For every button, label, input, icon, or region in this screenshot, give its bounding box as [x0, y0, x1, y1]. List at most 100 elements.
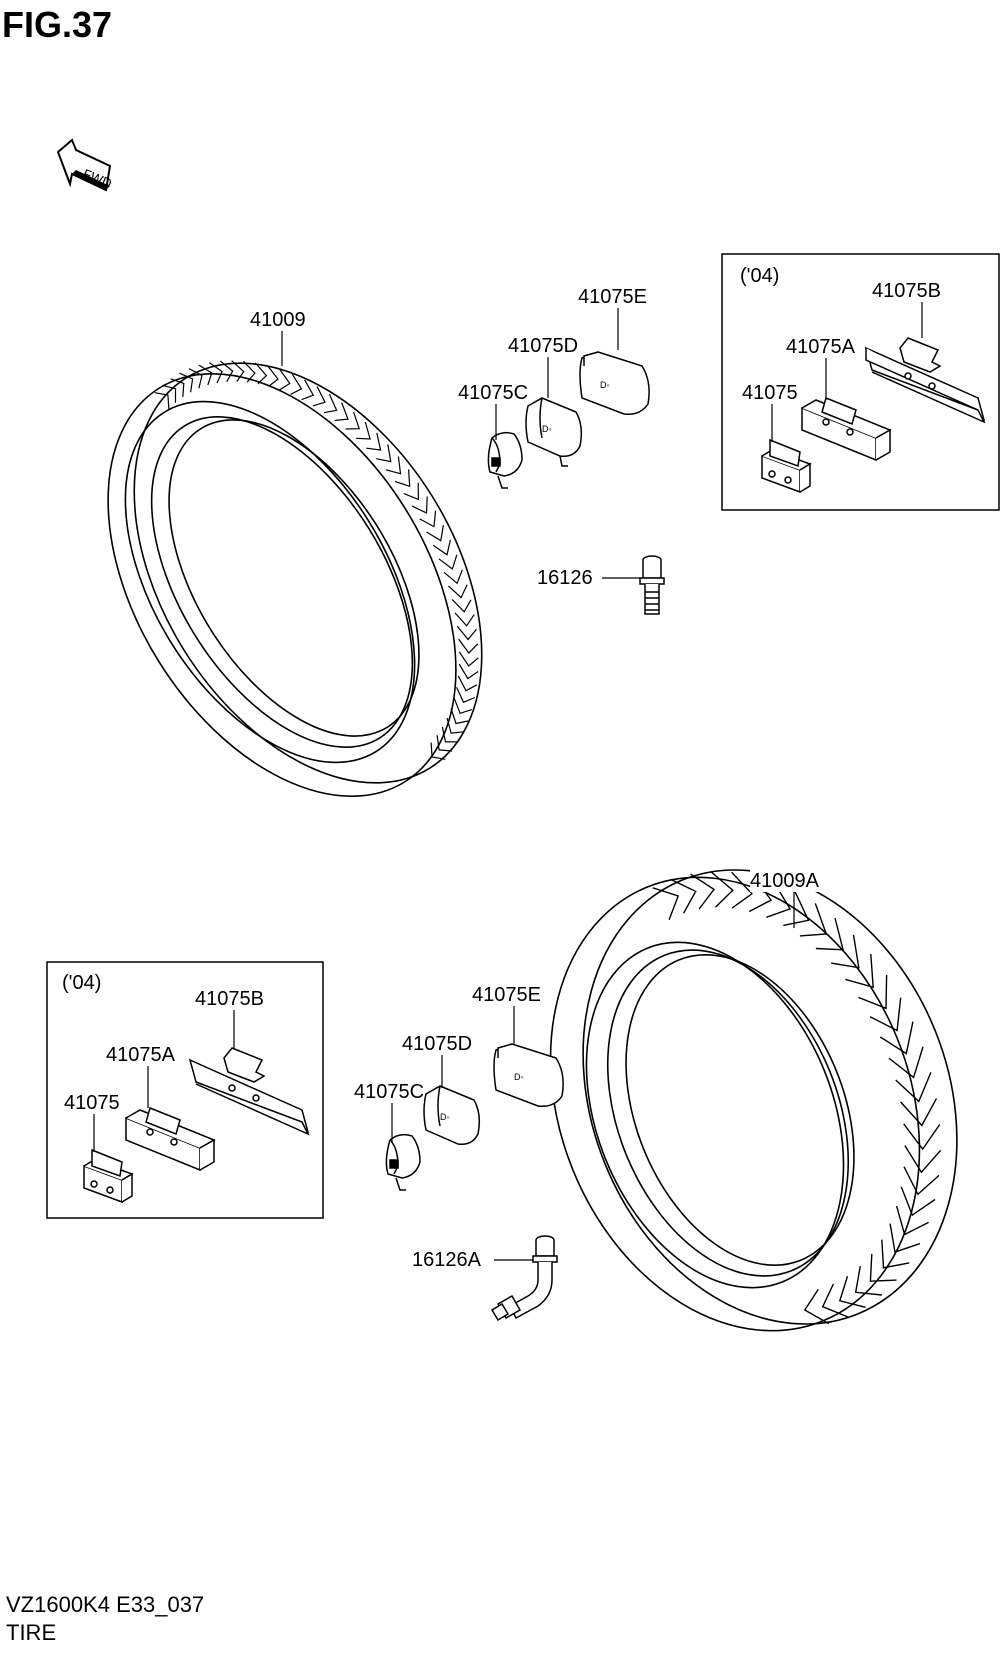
- tread-groove: [897, 1206, 929, 1235]
- tread-groove: [840, 1276, 866, 1307]
- tread-groove: [280, 369, 290, 390]
- front-tire: [36, 301, 554, 859]
- tread-groove: [896, 1072, 931, 1101]
- tread-groove: [671, 880, 696, 914]
- svg-text:D◦: D◦: [600, 380, 610, 390]
- tread-groove: [457, 626, 476, 639]
- rear-weight-41075e: D◦: [494, 1044, 563, 1106]
- tread-groove: [452, 599, 471, 611]
- svg-text:D◦: D◦: [542, 424, 552, 434]
- tread-groove: [905, 1146, 941, 1173]
- label-front-inset-weight: 41075: [742, 382, 798, 404]
- tread-groove: [442, 727, 458, 742]
- tread-groove: [180, 373, 193, 392]
- tread-groove: [189, 369, 202, 389]
- label-rear-inset-weight: 41075: [64, 1092, 120, 1114]
- rear-valve-16126a: [492, 1236, 557, 1320]
- tread-groove: [856, 1266, 882, 1295]
- rear-inset-box: [47, 962, 323, 1218]
- rear-inset-weight-41075: [84, 1150, 132, 1202]
- tread-groove: [199, 365, 212, 385]
- tread-groove: [901, 1098, 937, 1125]
- label-rear-inset-weight-b: 41075B: [195, 988, 264, 1010]
- tread-groove: [155, 393, 169, 410]
- tread-groove: [457, 687, 475, 702]
- tread-groove: [232, 361, 244, 382]
- leader-lines: [94, 302, 922, 1260]
- tread-groove: [444, 570, 462, 584]
- tread-groove: [653, 888, 679, 920]
- footer-diagram-name: TIRE: [6, 1620, 57, 1645]
- tread-groove: [291, 374, 302, 394]
- label-front-inset-weight-a: 41075A: [786, 336, 855, 358]
- rear-inset-year-tag: ('04): [62, 972, 102, 994]
- tread-groove: [454, 698, 472, 713]
- tread-groove: [459, 652, 478, 666]
- tread-groove: [404, 483, 419, 500]
- label-front-valve: 16126: [537, 567, 593, 589]
- tread-groove: [800, 903, 826, 936]
- tread-groove: [243, 361, 255, 382]
- tread-groove: [458, 676, 477, 691]
- tread-groove: [335, 403, 348, 421]
- tread-groove: [732, 872, 752, 908]
- front-weight-41075e: D◦: [580, 352, 649, 414]
- tread-groove: [870, 998, 901, 1031]
- rear-weight-41075c: [386, 1135, 420, 1190]
- tread-groove: [459, 664, 478, 679]
- label-rear-inset-weight-a: 41075A: [106, 1044, 175, 1066]
- tread-groove: [858, 975, 886, 1008]
- label-rear-weight-d: 41075D: [402, 1033, 473, 1055]
- label-rear-weight-e: 41075E: [472, 984, 541, 1006]
- rear-weight-41075d: D◦: [424, 1086, 479, 1144]
- tread-groove: [427, 525, 444, 541]
- tread-groove: [448, 585, 467, 598]
- tread-groove: [220, 361, 232, 382]
- tread-groove: [412, 497, 427, 513]
- tread-groove: [302, 380, 314, 400]
- front-weight-41075c: [488, 433, 522, 488]
- tread-groove: [889, 1047, 923, 1078]
- tread-groove: [366, 433, 380, 450]
- tread-groove: [845, 954, 873, 987]
- tread-groove: [433, 540, 450, 555]
- figure-title: FIG.37: [2, 4, 113, 45]
- front-weight-41075d: D◦: [526, 398, 581, 466]
- tread-groove: [346, 412, 360, 429]
- tread-groove: [437, 735, 452, 751]
- tread-groove: [386, 457, 401, 474]
- tread-groove: [890, 1224, 920, 1253]
- front-inset-weight-41075a: [802, 398, 890, 460]
- tread-groove: [439, 555, 457, 569]
- tread-groove: [171, 379, 184, 397]
- tread-groove: [870, 1254, 896, 1281]
- front-tire-tread: [155, 361, 479, 760]
- tread-groove: [904, 1167, 939, 1195]
- tread-groove: [880, 1022, 913, 1054]
- front-valve-16126: [640, 556, 664, 614]
- svg-text:D◦: D◦: [440, 1112, 450, 1122]
- front-inset-year-tag: ('04): [740, 265, 780, 287]
- tread-groove: [831, 935, 859, 968]
- tread-groove: [376, 444, 391, 461]
- label-front-weight-d: 41075D: [508, 335, 579, 357]
- tread-groove: [209, 363, 222, 383]
- tread-groove: [455, 613, 474, 626]
- tread-groove: [420, 511, 436, 527]
- label-front-weight-c: 41075C: [458, 382, 529, 404]
- footer-diagram-code: VZ1600K4 E33_037: [6, 1592, 205, 1617]
- label-rear-valve: 16126A: [412, 1249, 481, 1271]
- rear-tire-tread: [653, 872, 941, 1324]
- tread-groove: [447, 718, 464, 733]
- tread-groove: [431, 743, 445, 760]
- label-front-weight-e: 41075E: [578, 286, 647, 308]
- tread-groove: [395, 469, 410, 486]
- tread-groove: [783, 891, 808, 925]
- label-rear-weight-c: 41075C: [354, 1081, 425, 1103]
- tread-groove: [268, 366, 279, 387]
- tread-groove: [805, 1289, 829, 1323]
- tread-groove: [255, 363, 266, 384]
- front-inset-weight-41075b: [866, 338, 984, 422]
- tread-groove: [823, 1284, 848, 1317]
